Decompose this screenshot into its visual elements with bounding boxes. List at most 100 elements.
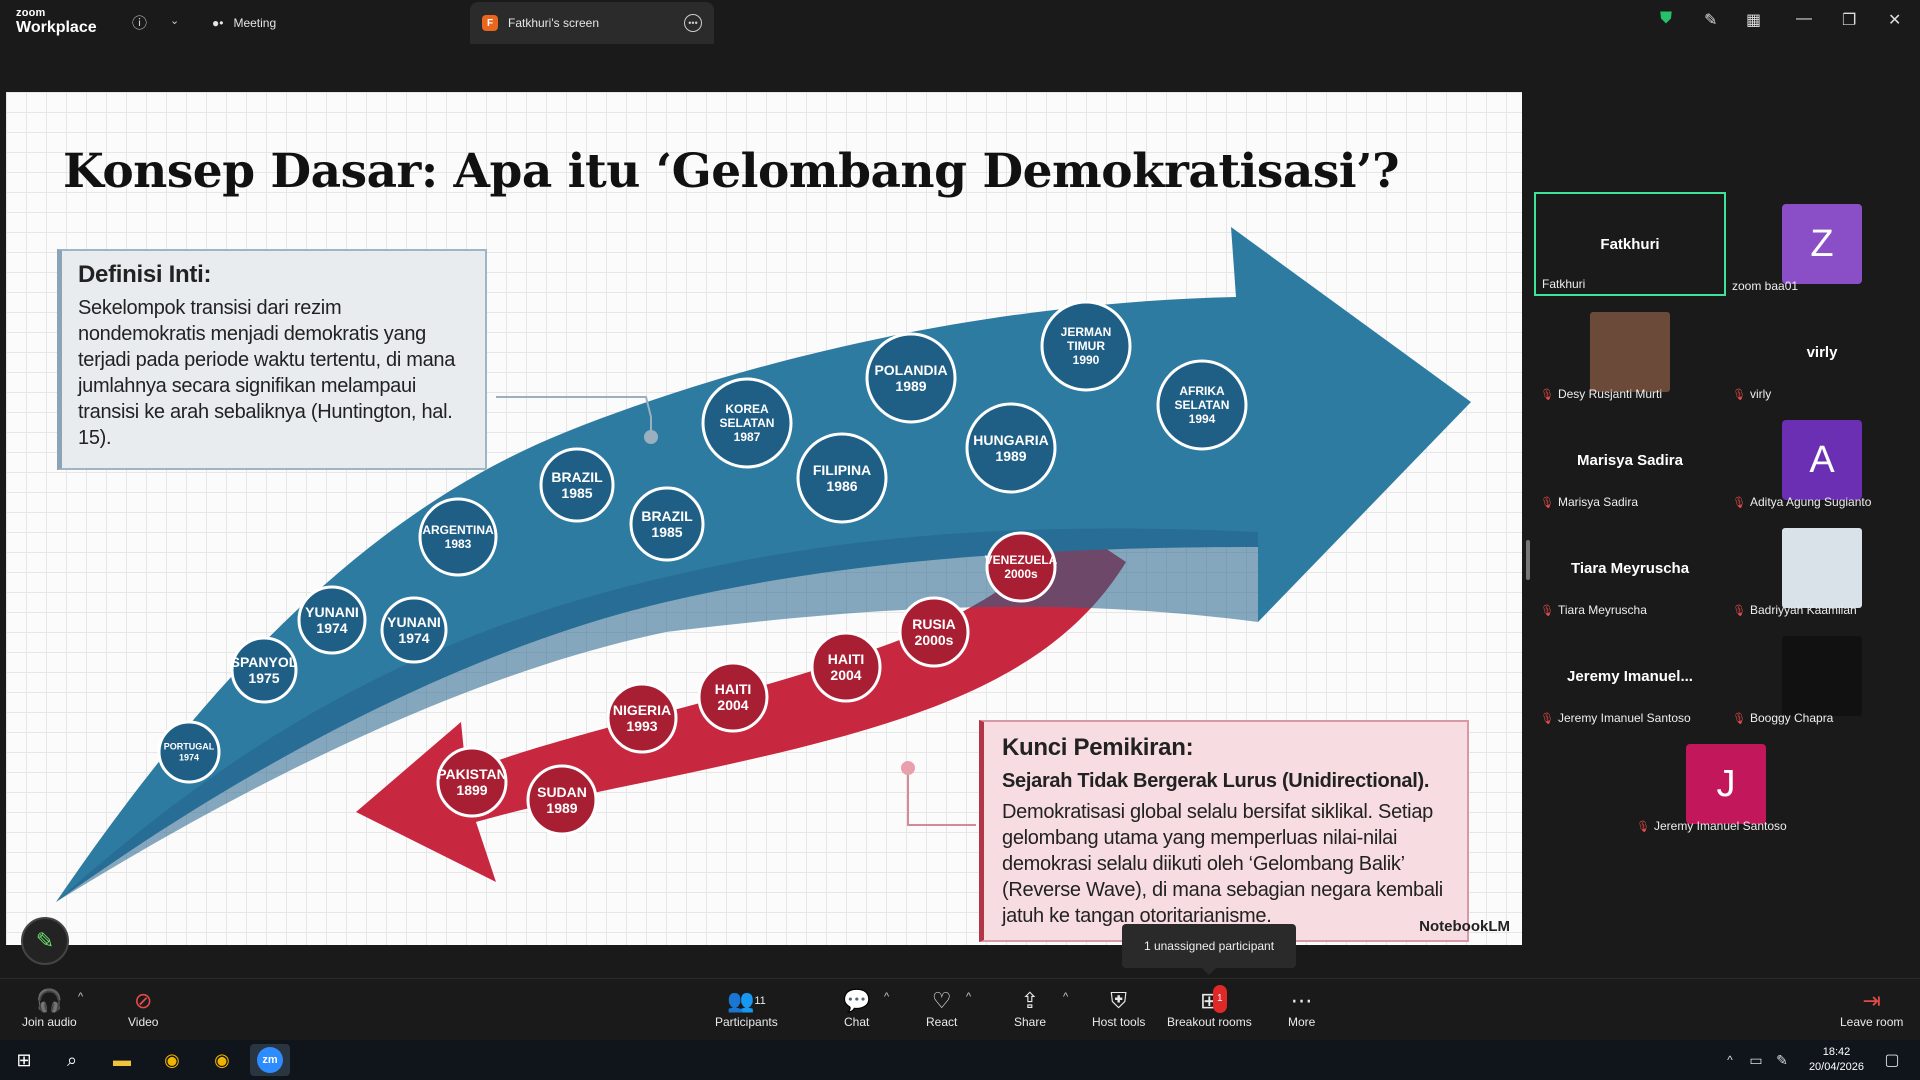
- mic-muted-icon: 🎙: [1732, 604, 1746, 617]
- layout-icon[interactable]: ▦: [1746, 12, 1762, 29]
- shield-icon[interactable]: ⛊: [1660, 10, 1673, 27]
- leave-room-button[interactable]: ⇥ Leave room: [1840, 988, 1904, 1029]
- wave-node-year: 1974: [179, 753, 199, 763]
- react-button[interactable]: ♡ React: [926, 988, 958, 1029]
- breakout-rooms-button[interactable]: ⊞1 Breakout rooms: [1167, 985, 1252, 1029]
- network-icon[interactable]: ▭: [1749, 1051, 1763, 1068]
- zoom-taskbar-icon[interactable]: zm: [250, 1044, 290, 1076]
- reverse-wave-node-circle: [606, 682, 678, 754]
- participant-tile[interactable]: A🎙Aditya Agung Sugianto: [1726, 408, 1918, 512]
- video-button[interactable]: ⊘ Video: [128, 988, 159, 1029]
- participant-label-text: Jeremy Imanuel Santoso: [1653, 819, 1787, 833]
- wave-node-circle: [1040, 300, 1132, 392]
- more-button[interactable]: ⋯ More: [1288, 988, 1316, 1029]
- wave-node-year: 1974: [316, 620, 347, 636]
- reverse-wave-node-year: 2000s: [1004, 567, 1038, 581]
- slide-title: Konsep Dasar: Apa itu ‘Gelombang Demokra…: [63, 144, 1400, 199]
- wave-node-country: ARGENTINA: [422, 523, 494, 537]
- participant-tile[interactable]: 🎙Badriyyah Kaamilah: [1726, 516, 1918, 620]
- share-icon: ⇪: [1020, 988, 1040, 1013]
- wave-node-country: PORTUGAL: [164, 742, 215, 752]
- wave-node-country: AFRIKA: [1179, 384, 1225, 398]
- participant-label: 🎙Marisya Sadira: [1540, 495, 1638, 509]
- wave-node-circle: [865, 332, 957, 424]
- participant-tile[interactable]: 🎙Desy Rusjanti Murti: [1534, 300, 1726, 404]
- gallery-scrollbar[interactable]: [1526, 540, 1530, 580]
- participant-tile[interactable]: Tiara Meyruscha🎙Tiara Meyruscha: [1534, 516, 1726, 620]
- audio-options-caret[interactable]: ^: [78, 991, 84, 1003]
- windows-start-icon[interactable]: ⊞: [16, 1049, 32, 1070]
- reverse-wave-node-circle: [697, 661, 769, 733]
- participants-button[interactable]: 👥11 Participants: [715, 988, 778, 1029]
- participant-label: zoom baa01: [1732, 279, 1798, 293]
- folder-icon[interactable]: ▬: [113, 1049, 131, 1070]
- wave-node-circle: [380, 596, 448, 664]
- reverse-wave-node-country: NIGERIA: [613, 702, 671, 718]
- chat-options-caret[interactable]: ^: [884, 991, 890, 1003]
- screen-share-favicon: F: [482, 15, 498, 31]
- minimize-icon[interactable]: —: [1796, 10, 1812, 27]
- mic-muted-icon: 🎙: [1636, 820, 1650, 833]
- participant-tile[interactable]: virly🎙virly: [1726, 300, 1918, 404]
- notifications-icon[interactable]: ▢: [1884, 1052, 1900, 1069]
- wave-node-year: 1985: [561, 485, 592, 501]
- participant-label: 🎙Booggy Chapra: [1732, 711, 1833, 725]
- reverse-wave-node-country: HAITI: [715, 681, 752, 697]
- share-button[interactable]: ⇪ Share: [1014, 988, 1047, 1029]
- pencil-icon[interactable]: ✎: [1704, 12, 1718, 29]
- participant-label: 🎙virly: [1732, 387, 1771, 401]
- more-options-icon[interactable]: •••: [684, 14, 702, 32]
- restore-icon[interactable]: ❐: [1842, 12, 1857, 29]
- annotate-pen-button[interactable]: ✎: [21, 917, 69, 965]
- tab-meeting[interactable]: ●• Meeting: [212, 16, 277, 30]
- chrome-profile-icon[interactable]: ◉: [214, 1049, 230, 1070]
- mic-muted-icon: 🎙: [1732, 388, 1746, 401]
- wave-node-country: KOREA: [725, 402, 769, 416]
- mic-muted-icon: 🎙: [1540, 496, 1554, 509]
- wave-node-year: 1986: [826, 478, 857, 494]
- reverse-wave-node-circle: [436, 746, 508, 818]
- breakout-badge: 1: [1213, 985, 1227, 1013]
- host-tools-button[interactable]: ⛨ Host tools: [1092, 988, 1146, 1029]
- participant-tile[interactable]: J🎙Jeremy Imanuel Santoso: [1630, 732, 1822, 836]
- tab-shared-screen[interactable]: F Fatkhuri's screen •••: [470, 2, 714, 44]
- more-icon: ⋯: [1290, 988, 1313, 1013]
- participant-photo: [1590, 312, 1670, 392]
- taskbar-clock[interactable]: 18:42 20/04/2026: [1808, 1046, 1864, 1073]
- reverse-wave-node-country: VENEZUELA: [985, 553, 1058, 567]
- chat-button[interactable]: 💬 Chat: [843, 988, 871, 1029]
- mic-muted-icon: 🎙: [1540, 712, 1554, 725]
- key-heading: Kunci Pemikiran:: [1002, 734, 1194, 761]
- participant-label-text: Booggy Chapra: [1749, 711, 1834, 725]
- close-icon[interactable]: ✕: [1888, 12, 1902, 29]
- wave-node-circle: [701, 377, 793, 469]
- mic-muted-icon: 🎙: [1540, 388, 1554, 401]
- participant-tile[interactable]: 🎙Booggy Chapra: [1726, 624, 1918, 728]
- chevron-down-icon[interactable]: ⌄: [170, 15, 180, 27]
- share-options-caret[interactable]: ^: [1063, 991, 1069, 1003]
- wave-node-year: 1994: [1189, 412, 1216, 426]
- participant-tile[interactable]: Jeremy Imanuel...🎙Jeremy Imanuel Santoso: [1534, 624, 1726, 728]
- wave-node-country: YUNANI: [305, 604, 359, 620]
- participant-label: 🎙Jeremy Imanuel Santoso: [1636, 819, 1787, 833]
- info-icon[interactable]: ⓘ: [132, 15, 148, 32]
- participant-tile[interactable]: Marisya Sadira🎙Marisya Sadira: [1534, 408, 1726, 512]
- people-icon: ●•: [212, 16, 224, 30]
- pen-icon: ✎: [35, 928, 55, 953]
- title-bar: zoom Workplace ⓘ ⌄ ●• Meeting F Fatkhuri…: [0, 0, 1920, 44]
- search-icon[interactable]: ⌕: [66, 1049, 78, 1070]
- tray-chevron-icon[interactable]: ^: [1727, 1053, 1733, 1067]
- join-audio-button[interactable]: 🎧 Join audio: [22, 988, 77, 1029]
- pen-tray-icon[interactable]: ✎: [1776, 1051, 1788, 1068]
- chrome-icon[interactable]: ◉: [164, 1049, 180, 1070]
- react-options-caret[interactable]: ^: [966, 991, 972, 1003]
- key-thought-box: Kunci Pemikiran: Sejarah Tidak Bergerak …: [979, 720, 1469, 942]
